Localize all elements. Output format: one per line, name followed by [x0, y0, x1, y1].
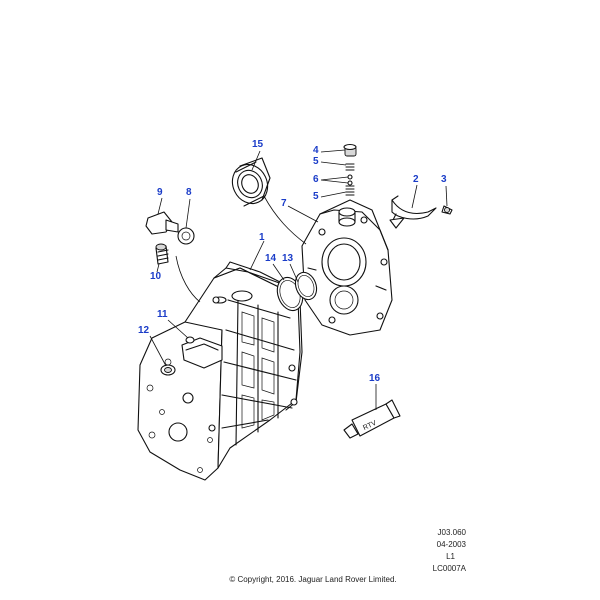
- callout-8: 8: [186, 187, 192, 198]
- copyright-notice: © Copyright, 2016. Jaguar Land Rover Lim…: [229, 575, 397, 584]
- callout-11: 11: [157, 309, 168, 320]
- callout-13: 13: [282, 253, 294, 264]
- callout-10: 10: [150, 271, 162, 282]
- switch-assembly: [145, 211, 195, 265]
- illustration-code: J03.060: [437, 528, 466, 537]
- callout-4: 4: [313, 145, 319, 156]
- callout-5-lower: 5: [313, 191, 319, 202]
- callout-12: 12: [138, 325, 150, 336]
- callout-2: 2: [413, 174, 419, 185]
- callout-5-upper: 5: [313, 156, 319, 167]
- callout-1: 1: [259, 232, 265, 243]
- bearing: [231, 157, 271, 207]
- callout-15: 15: [252, 139, 264, 150]
- callout-14: 14: [265, 253, 277, 264]
- callout-16: 16: [369, 373, 381, 384]
- detent-parts: [343, 143, 357, 196]
- o-rings: [276, 271, 318, 312]
- callout-6: 6: [313, 174, 319, 185]
- extension-housing: [301, 199, 393, 336]
- callout-7: 7: [281, 198, 287, 209]
- rtv-tube: RTV: [343, 399, 401, 439]
- catalog-code: LC0007A: [432, 564, 466, 573]
- bracket: [389, 195, 453, 229]
- callout-9: 9: [157, 187, 163, 198]
- revision-date: 04-2003: [436, 540, 466, 549]
- level: L1: [446, 552, 455, 561]
- callout-3: 3: [441, 174, 447, 185]
